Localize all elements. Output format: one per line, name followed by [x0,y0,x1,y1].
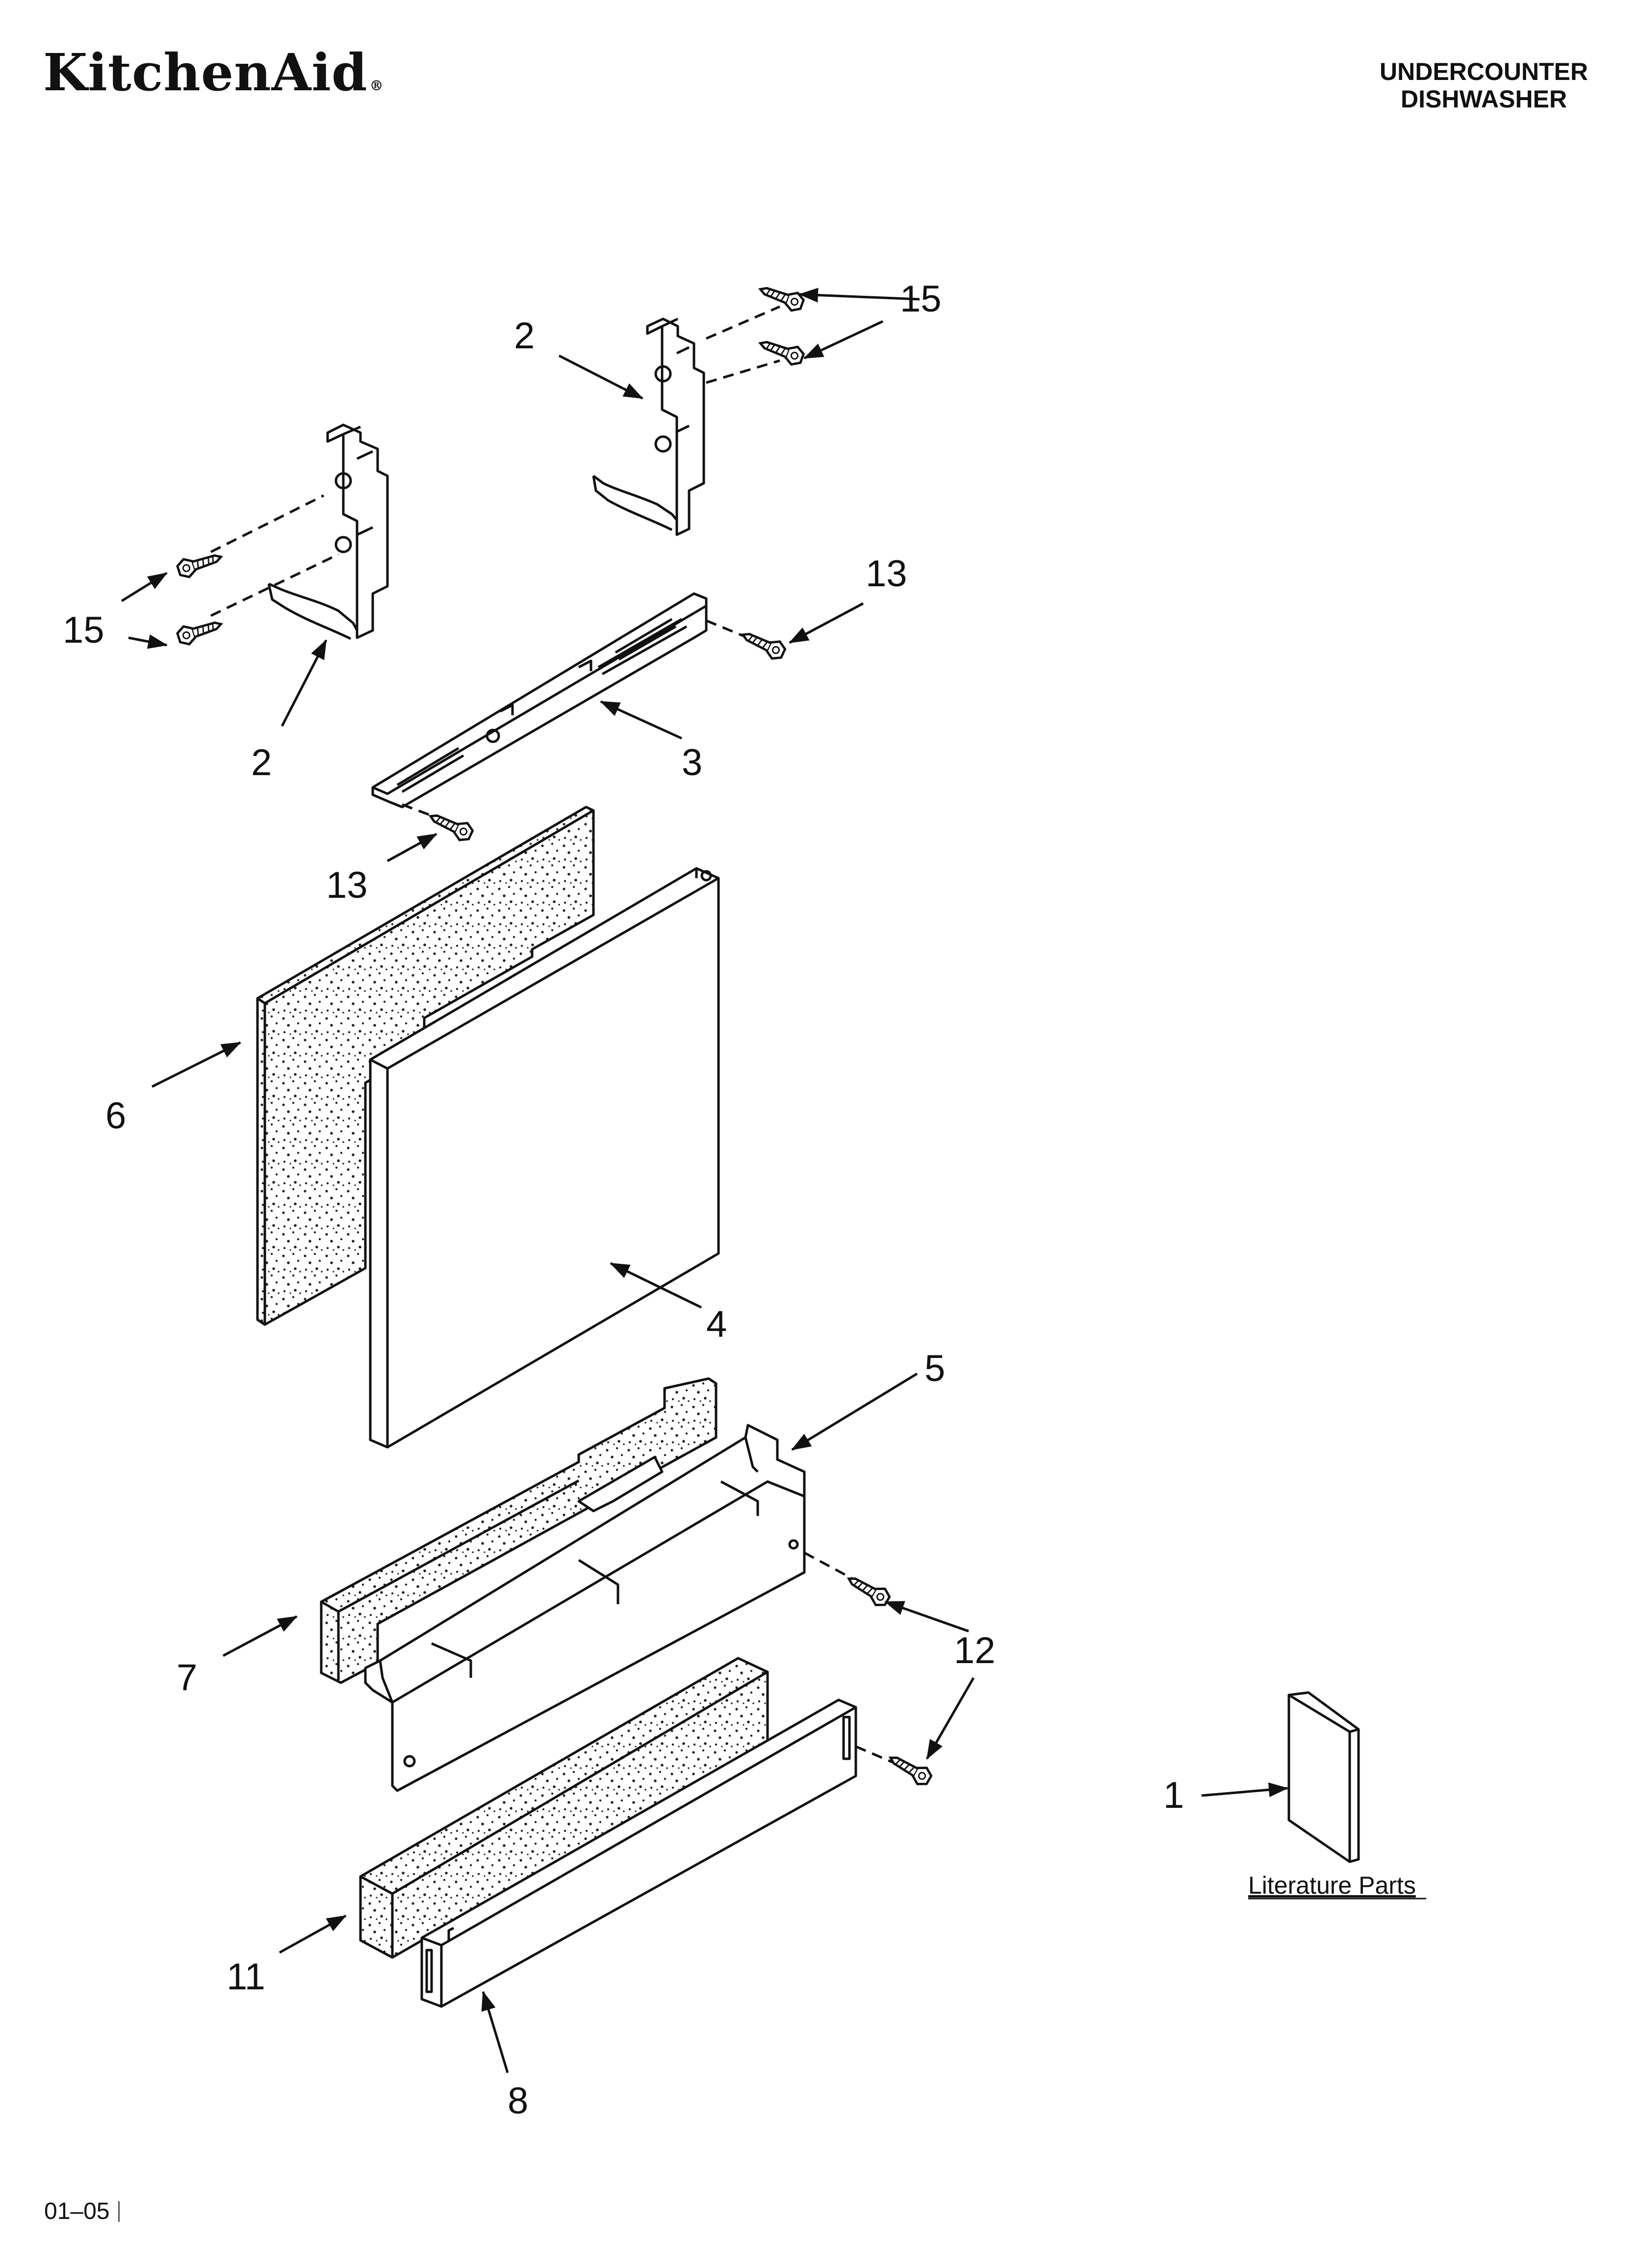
callout-2-upper: 2 [514,315,535,357]
literature-parts-label: Literature Parts [1248,1872,1416,1899]
screw-15-upper-a [757,281,805,313]
callout-1: 1 [1163,1774,1184,1816]
outer-door-panel [369,867,720,1449]
door-insulation-panel [256,806,595,1326]
leader-7 [222,1615,298,1657]
callout-13-upper: 13 [866,553,907,595]
leader-2-upper [558,354,643,400]
logo-text: KitchenAid [43,42,368,103]
callout-15-lower: 15 [63,609,104,651]
mounting-bracket-lower [267,423,389,640]
callout-7: 7 [177,1657,197,1698]
leader-11 [279,1914,347,1954]
callout-2-lower: 2 [251,742,272,783]
leader-4 [610,1262,702,1309]
callout-15-upper: 15 [900,278,942,320]
callout-3: 3 [682,742,702,783]
leader-3 [600,700,683,740]
registered-mark: ® [369,78,384,94]
leader-1 [1201,1782,1288,1798]
leader-15-lower-a [121,572,168,602]
screw-12-lower [886,1749,933,1788]
leader-6 [151,1041,241,1088]
footer-code: 01–05 [44,2198,120,2225]
leader-5 [791,1372,918,1451]
leader-15-lower-b [128,634,168,649]
kitchenaid-logo: KitchenAid® [43,47,384,98]
callout-12: 12 [954,1630,996,1671]
leader-15-upper [798,287,920,303]
callout-11: 11 [227,1956,265,1998]
screw-15-upper-b [757,335,805,367]
product-title-line1: UNDERCOUNTER [1380,58,1588,85]
screw-12-upper [844,1570,892,1609]
upper-insulation-strip [320,1377,718,1684]
callout-5: 5 [924,1348,945,1389]
screw-15-lower-b [176,615,224,647]
leader-2-lower [281,639,328,727]
product-title: UNDERCOUNTER DISHWASHER [1380,58,1588,113]
leader-12-lower [925,1677,975,1760]
footer-code-text: 01–05 [44,2198,110,2224]
leader-15-upper-b [803,320,884,360]
callout-6: 6 [105,1095,126,1137]
product-title-line2: DISHWASHER [1401,85,1567,113]
callout-8: 8 [508,2080,528,2122]
leader-12-upper [884,1600,969,1633]
literature-parts-booklet [1287,1691,1360,1863]
mounting-rail [371,592,708,808]
mounting-bracket-upper [592,317,705,536]
screw-13-upper [739,626,787,662]
leader-8 [481,1991,509,2073]
callout-13-lower: 13 [326,864,368,906]
screw-13-lower [427,808,475,843]
screw-15-lower-a [176,548,224,579]
toe-panel-bracket [364,1424,806,1792]
toe-strip [420,1698,857,2008]
leader-13-lower [386,833,437,862]
leader-13-upper [789,602,864,644]
footer-divider [118,2201,120,2222]
callout-4: 4 [706,1303,727,1345]
